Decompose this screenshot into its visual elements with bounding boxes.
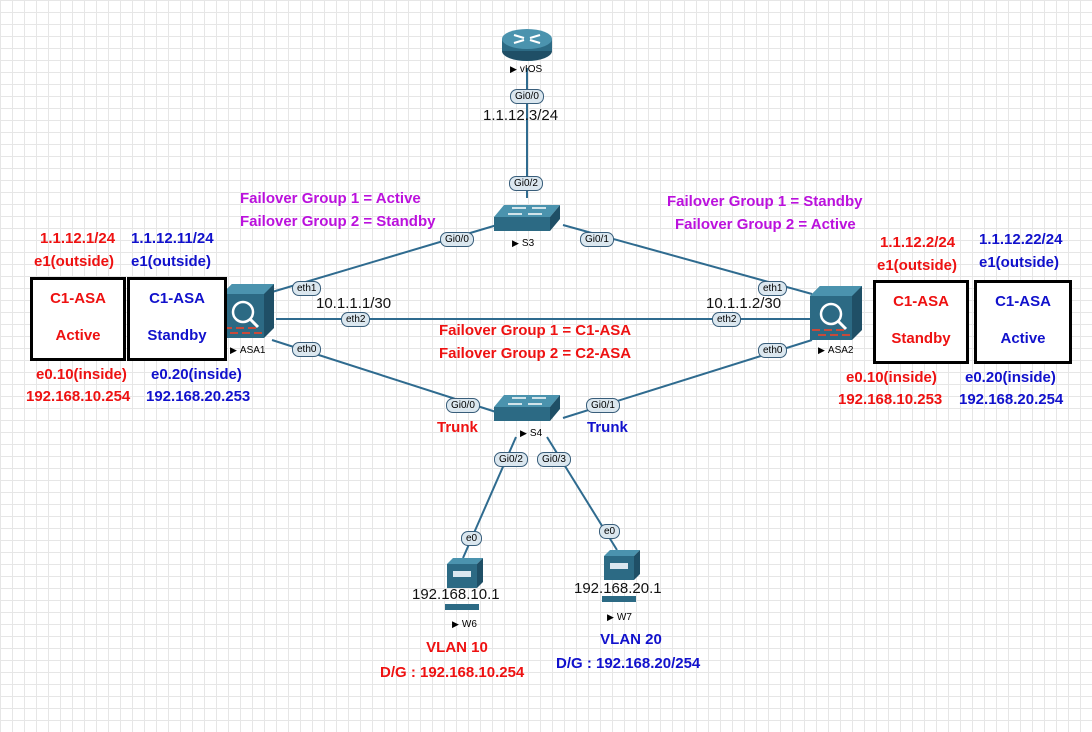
vlan20-name: VLAN 20: [600, 631, 662, 648]
w7-port-e0: e0: [599, 524, 621, 539]
asa1-port-eth2: eth2: [341, 312, 371, 327]
asa1-ctx-right-inside-ip: 192.168.20.253: [146, 388, 251, 405]
s4-name: ▶S4: [520, 428, 543, 439]
context-state: Standby: [891, 330, 951, 347]
asa2-failover-group1: Failover Group 1 = Standby: [667, 193, 863, 210]
host-w6-icon[interactable]: [443, 556, 485, 614]
failover-ip-asa1: 10.1.1.1/30: [316, 295, 392, 312]
asa1-ctx-right-outside-ip: 1.1.12.11/24: [131, 230, 214, 247]
switch-s3-icon[interactable]: [492, 203, 562, 235]
failover-ip-asa2: 10.1.1.2/30: [706, 295, 782, 312]
switch-s4-icon[interactable]: [492, 393, 562, 425]
asa2-port-eth1: eth1: [758, 281, 788, 296]
asa1-port-eth1: eth1: [292, 281, 322, 296]
asa1-context-right[interactable]: C1-ASA Standby: [127, 277, 227, 361]
asa1-ctx-left-outside-ip: 1.1.12.1/24: [40, 230, 116, 247]
asa2-name: ▶ASA2: [818, 345, 854, 356]
trunk-label-left: Trunk: [437, 419, 478, 436]
asa1-ctx-left-outside-if: e1(outside): [34, 253, 115, 270]
asa1-name: ▶ASA1: [230, 345, 266, 356]
context-state: Standby: [147, 327, 207, 344]
s3-port-gi00: Gi0/0: [440, 232, 474, 247]
asa2-port-eth0: eth0: [758, 343, 788, 358]
asa1-port-eth0: eth0: [292, 342, 322, 357]
vlan10-name: VLAN 10: [426, 639, 488, 656]
s3-name: ▶S3: [512, 238, 535, 249]
asa2-port-eth2: eth2: [712, 312, 742, 327]
vios-port-gi00: Gi0/0: [510, 89, 544, 104]
asa1-ctx-right-inside-if: e0.20(inside): [151, 366, 242, 383]
asa1-ctx-left-inside-if: e0.10(inside): [36, 366, 127, 383]
asa2-ctx-left-inside-ip: 192.168.10.253: [838, 391, 943, 408]
asa2-ctx-right-inside-if: e0.20(inside): [965, 369, 1056, 386]
context-name: C1-ASA: [50, 290, 106, 307]
firewall-asa2-icon[interactable]: [810, 284, 862, 342]
context-state: Active: [55, 327, 101, 344]
s3-port-gi02: Gi0/2: [509, 176, 543, 191]
firewall-asa1-icon[interactable]: [222, 282, 274, 340]
asa2-context-left[interactable]: C1-ASA Standby: [873, 280, 969, 364]
host-w7-icon[interactable]: [600, 548, 642, 606]
asa1-ctx-left-inside-ip: 192.168.10.254: [26, 388, 131, 405]
w6-port-e0: e0: [461, 531, 483, 546]
context-name: C1-ASA: [149, 290, 205, 307]
router-icon[interactable]: [501, 24, 553, 64]
w6-ip-label: 192.168.10.1: [412, 586, 500, 603]
w6-name: ▶W6: [452, 619, 477, 630]
trunk-label-right: Trunk: [587, 419, 628, 436]
failover-mapping-group2: Failover Group 2 = C2-ASA: [439, 345, 632, 362]
s4-port-gi00: Gi0/0: [446, 398, 480, 413]
s4-port-gi01: Gi0/1: [586, 398, 620, 413]
asa2-ctx-left-outside-ip: 1.1.12.2/24: [880, 234, 956, 251]
vlan10-gateway: D/G : 192.168.10.254: [380, 664, 525, 681]
asa1-context-left[interactable]: C1-ASA Active: [30, 277, 126, 361]
asa2-ctx-right-outside-ip: 1.1.12.22/24: [979, 231, 1063, 248]
asa1-failover-group1: Failover Group 1 = Active: [240, 190, 421, 207]
asa1-ctx-right-outside-if: e1(outside): [131, 253, 212, 270]
asa2-ctx-right-inside-ip: 192.168.20.254: [959, 391, 1064, 408]
failover-mapping-group1: Failover Group 1 = C1-ASA: [439, 322, 632, 339]
s4-port-gi03: Gi0/3: [537, 452, 571, 467]
asa2-ctx-left-inside-if: e0.10(inside): [846, 369, 937, 386]
asa1-failover-group2: Failover Group 2 = Standby: [240, 213, 436, 230]
asa2-context-right[interactable]: C1-ASA Active: [974, 280, 1072, 364]
context-name: C1-ASA: [995, 293, 1051, 310]
vios-name: ▶vIOS: [510, 64, 543, 75]
context-state: Active: [1000, 330, 1046, 347]
w7-name: ▶W7: [607, 612, 632, 623]
asa2-ctx-right-outside-if: e1(outside): [979, 254, 1060, 271]
asa2-ctx-left-outside-if: e1(outside): [877, 257, 958, 274]
context-name: C1-ASA: [893, 293, 949, 310]
asa2-failover-group2: Failover Group 2 = Active: [675, 216, 856, 233]
w7-ip-label: 192.168.20.1: [574, 580, 662, 597]
s3-port-gi01: Gi0/1: [580, 232, 614, 247]
vlan20-gateway: D/G : 192.168.20/254: [556, 655, 701, 672]
s4-port-gi02: Gi0/2: [494, 452, 528, 467]
vios-ip-label: 1.1.12.3/24: [483, 107, 559, 124]
